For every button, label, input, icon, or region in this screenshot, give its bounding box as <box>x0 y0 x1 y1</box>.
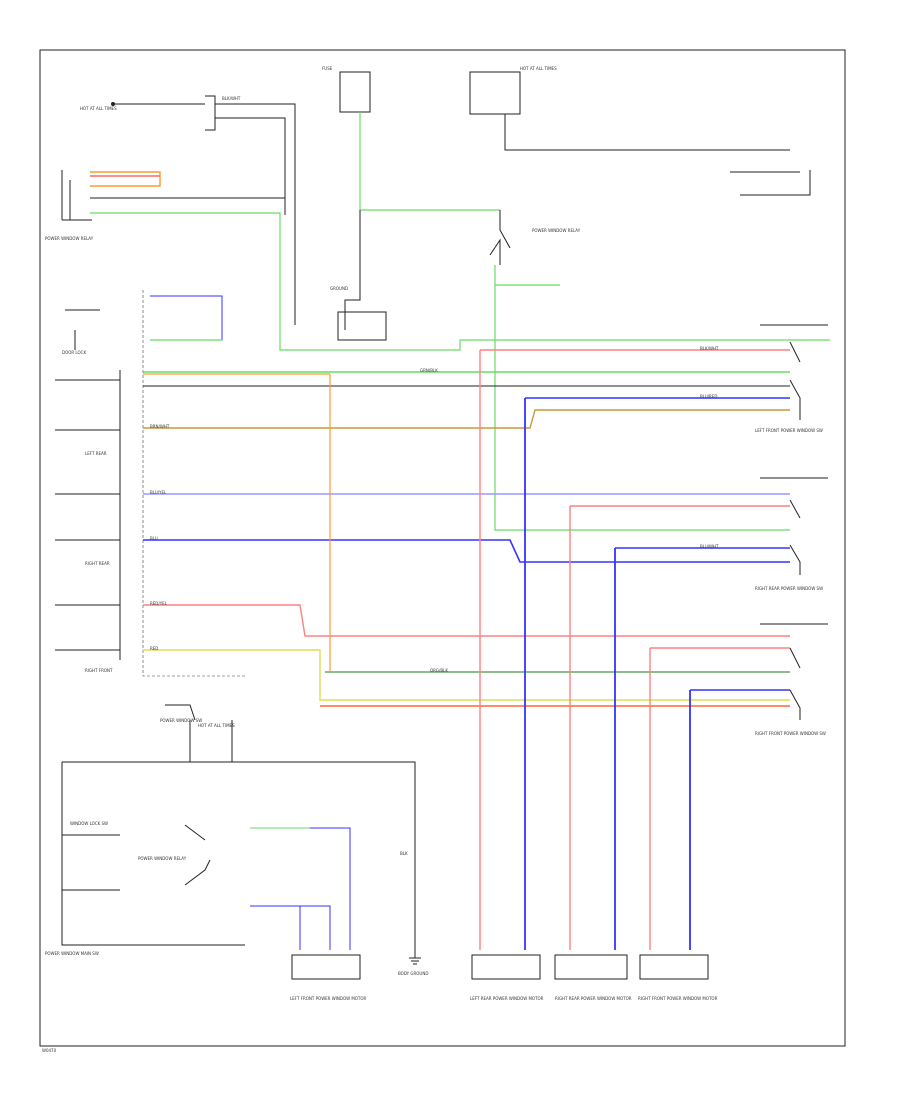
rr-motor-box <box>554 954 628 980</box>
motor-drops <box>329 350 691 950</box>
right-rear-label: RIGHT REAR <box>85 561 110 566</box>
lr-motor-label: LEFT REAR POWER WINDOW MOTOR <box>470 996 544 1001</box>
rf-motor-label: RIGHT FRONT POWER WINDOW MOTOR <box>638 996 718 1001</box>
power-window-sw-label: POWER WINDOW SW <box>160 718 202 723</box>
wire-brn-wht: BRN/WHT <box>150 424 170 429</box>
rf-motor-box <box>639 954 709 980</box>
diagram-code: W0470 <box>42 1048 57 1053</box>
wire-blu-red: BLU/RED <box>700 394 717 399</box>
bottom-hot-label: HOT AT ALL TIMES <box>198 723 235 728</box>
bottom-switch-block: WINDOW LOCK SW POWER WINDOW RELAY POWER … <box>45 704 416 956</box>
wire-blk-wht-right: BLK/WHT <box>700 346 719 351</box>
bottom-relay-label: POWER WINDOW RELAY <box>138 856 187 861</box>
wire-grn-blk: GRN/BLK <box>420 368 438 373</box>
door-lock-label: DOOR LOCK <box>62 350 86 355</box>
power-window-main-label: POWER WINDOW MAIN SW <box>45 951 99 956</box>
top-left-connector: POWER WINDOW RELAY <box>45 170 830 351</box>
motors: LEFT FRONT POWER WINDOW MOTOR BODY GROUN… <box>290 950 718 1001</box>
wire-red-yel: RED/YEL <box>150 601 168 606</box>
relay-switch: POWER WINDOW RELAY <box>489 210 790 531</box>
window-lock-sw-label: WINDOW LOCK SW <box>70 821 108 826</box>
lf-window-sw-label: LEFT FRONT POWER WINDOW SW <box>755 428 823 433</box>
fuse-box-right: HOT AT ALL TIMES <box>469 66 811 196</box>
rr-window-sw-label: RIGHT REAR POWER WINDOW SW <box>755 586 823 591</box>
right-front-label: RIGHT FRONT <box>85 668 113 673</box>
wire-org-blk: ORG/BLK <box>430 668 448 673</box>
wire-label-top1: BLK/WHT <box>222 96 241 101</box>
lf-motor-box <box>291 954 361 980</box>
left-rear-label: LEFT REAR <box>85 451 107 456</box>
wire-blu: BLU <box>150 536 158 541</box>
wire-blk-ground: BLK <box>400 851 408 856</box>
lf-motor-label: LEFT FRONT POWER WINDOW MOTOR <box>290 996 367 1001</box>
relay-note-label: POWER WINDOW RELAY <box>45 236 94 241</box>
wire-red: RED <box>150 646 158 651</box>
ground-label-top: GROUND <box>330 286 348 291</box>
hot-label-right: HOT AT ALL TIMES <box>520 66 557 71</box>
right-switches: LEFT FRONT POWER WINDOW SW RIGHT REAR PO… <box>755 324 828 736</box>
center-fuse-label: FUSE <box>322 66 333 71</box>
diagram-frame <box>39 49 846 1047</box>
body-ground-label: BODY GROUND <box>398 971 428 976</box>
hot-at-all-times-label: HOT AT ALL TIMES <box>80 106 117 111</box>
wire-runs <box>143 349 790 707</box>
rf-window-sw-label: RIGHT FRONT POWER WINDOW SW <box>755 731 826 736</box>
relay-label: POWER WINDOW RELAY <box>532 228 581 233</box>
fuse-box-center: FUSE GROUND <box>322 66 500 341</box>
wire-blu-yel: BLU/YEL <box>150 490 167 495</box>
lr-motor-box <box>471 954 541 980</box>
wire-text-labels: BRN/WHT BLU/YEL BLU RED/YEL RED GRN/BLK … <box>150 346 719 673</box>
top-left-fuse-block: HOT AT ALL TIMES BLK/WHT <box>80 95 296 325</box>
rr-motor-label: RIGHT REAR POWER WINDOW MOTOR <box>555 996 632 1001</box>
wire-blu-wht: BLU/WHT <box>700 544 719 549</box>
main-switch-block: DOOR LOCK LEFT REAR RIGHT REAR RIGHT FRO… <box>55 290 245 677</box>
